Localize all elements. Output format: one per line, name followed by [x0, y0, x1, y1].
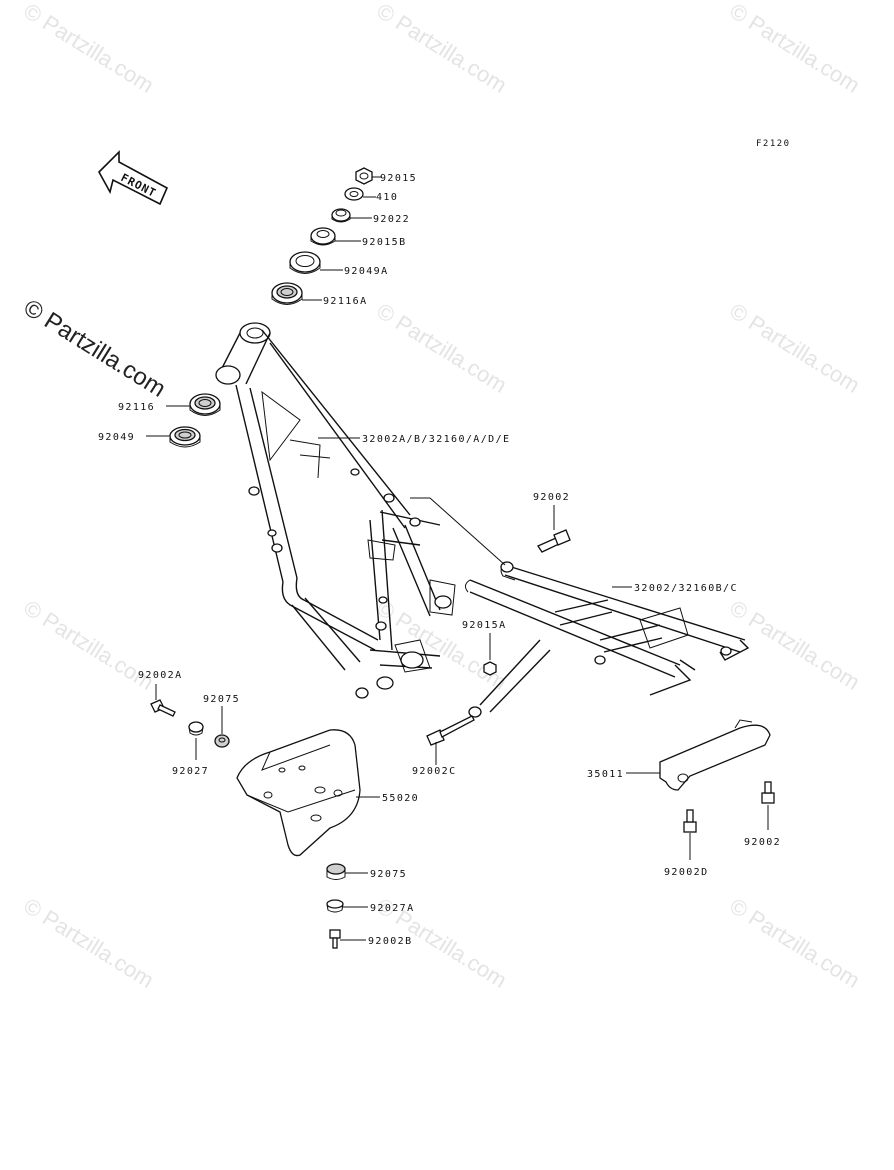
label-92116: 92116	[118, 402, 155, 413]
nut-92015[interactable]	[355, 167, 373, 185]
label-92015: 92015	[380, 173, 417, 184]
label-92075-left: 92075	[203, 694, 240, 705]
label-92002D: 92002D	[664, 867, 709, 878]
watermark: © Partzilla.com	[19, 0, 158, 98]
bolt-92002D[interactable]	[683, 809, 697, 833]
skid-plate-55020[interactable]	[236, 729, 361, 857]
label-92002-top: 92002	[533, 492, 570, 503]
watermark-main: © Partzilla.com	[19, 294, 170, 403]
label-92027A: 92027A	[370, 903, 415, 914]
damper-92075-left[interactable]	[214, 734, 230, 748]
watermark: © Partzilla.com	[725, 0, 864, 98]
label-92002A: 92002A	[138, 670, 183, 681]
leader-line	[429, 497, 506, 566]
bolt-92002A[interactable]	[150, 699, 176, 717]
label-92002-right: 92002	[744, 837, 781, 848]
label-92049A: 92049A	[344, 266, 389, 277]
nut-92015B[interactable]	[310, 227, 336, 246]
collar-92027A[interactable]	[326, 899, 344, 913]
watermark: © Partzilla.com	[372, 298, 511, 398]
watermark: © Partzilla.com	[372, 0, 511, 98]
label-92002C: 92002C	[412, 766, 457, 777]
label-32002: 32002/32160B/C	[634, 583, 738, 594]
bolt-92002B[interactable]	[329, 929, 341, 949]
label-92116A: 92116A	[323, 296, 368, 307]
bracket-35011[interactable]	[659, 719, 771, 791]
watermarks: © Partzilla.com © Partzilla.com © Partzi…	[19, 0, 865, 993]
main-frame[interactable]	[215, 322, 456, 699]
label-32002A: 32002A/B/32160/A/D/E	[362, 434, 510, 445]
watermark: © Partzilla.com	[725, 595, 864, 695]
label-92002B: 92002B	[368, 936, 413, 947]
nut-92022[interactable]	[331, 208, 351, 223]
collar-92027[interactable]	[188, 721, 204, 736]
nut-92015A[interactable]	[483, 661, 497, 676]
label-92015A: 92015A	[462, 620, 507, 631]
label-55020: 55020	[382, 793, 419, 804]
label-35011: 35011	[587, 769, 624, 780]
label-92027: 92027	[172, 766, 209, 777]
label-92015B: 92015B	[362, 237, 407, 248]
bolt-92002-right[interactable]	[761, 781, 775, 804]
seal-92049[interactable]	[169, 426, 201, 448]
label-92049: 92049	[98, 432, 135, 443]
bolt-92002-top[interactable]	[537, 529, 571, 553]
bolt-92002C[interactable]	[426, 715, 475, 746]
watermark: © Partzilla.com	[725, 893, 864, 993]
label-92075-bottom: 92075	[370, 869, 407, 880]
diagram-code: F2120	[756, 139, 791, 149]
bearing-92116A[interactable]	[271, 282, 303, 305]
bearing-92116[interactable]	[189, 393, 221, 416]
watermark: © Partzilla.com	[725, 298, 864, 398]
front-arrow-icon: FRONT	[98, 150, 169, 206]
seal-92049A[interactable]	[289, 251, 321, 274]
damper-92075-bottom[interactable]	[326, 863, 346, 880]
rear-subframe[interactable]	[464, 561, 750, 718]
watermark: © Partzilla.com	[19, 893, 158, 993]
label-410: 410	[376, 192, 398, 203]
washer-410[interactable]	[344, 187, 364, 201]
label-92022: 92022	[373, 214, 410, 225]
